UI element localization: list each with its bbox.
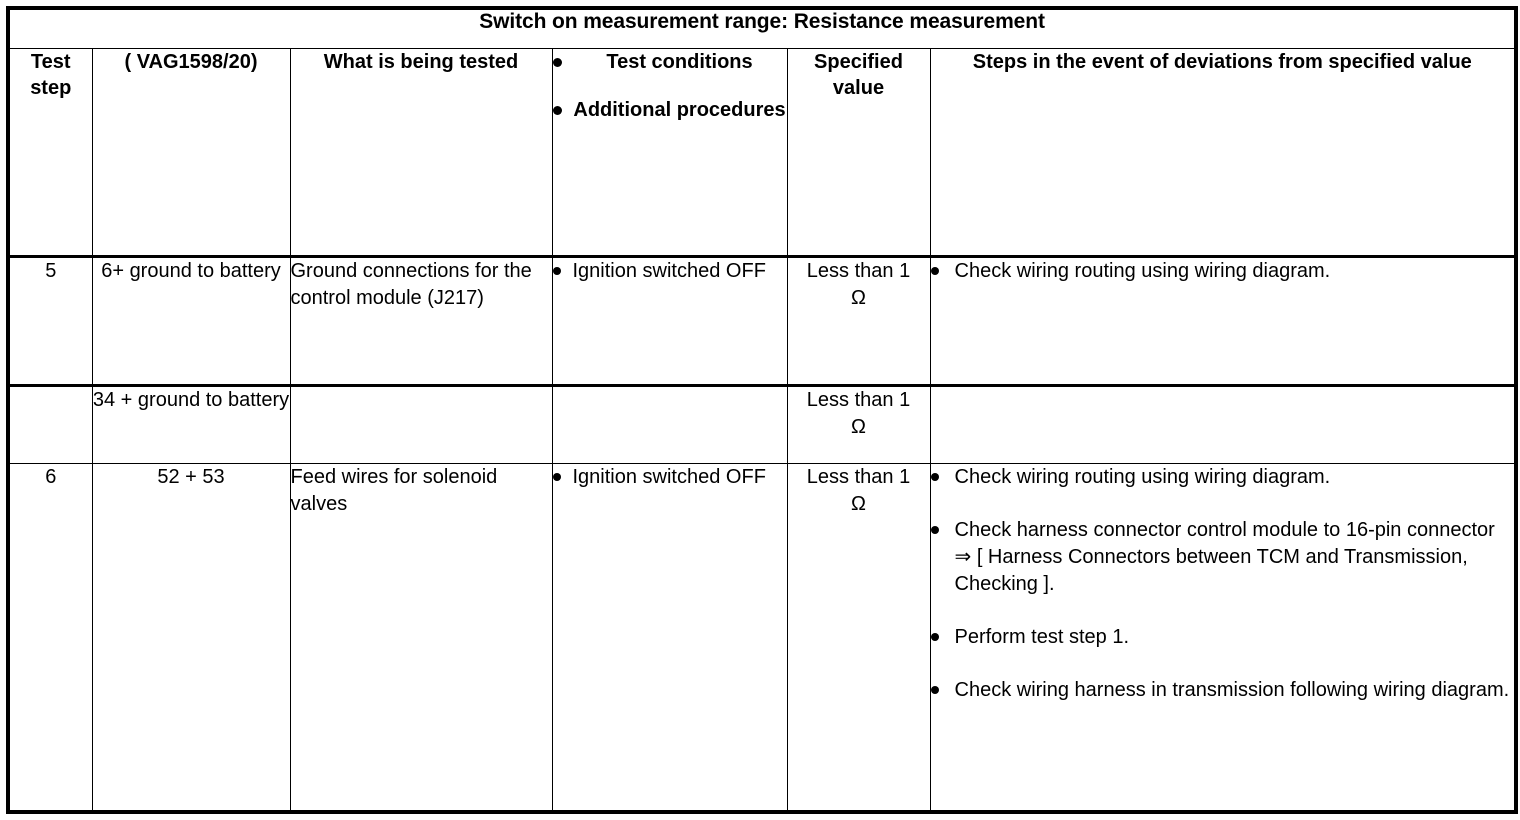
bullet-icon	[930, 526, 939, 535]
column-header-specified-value-line2: value	[832, 77, 885, 100]
bullet-icon	[552, 58, 562, 68]
table-row: 5 6+ ground to battery Ground connection…	[7, 255, 1517, 386]
cell-what-tested	[289, 383, 553, 465]
table-row: 34 + ground to battery Less than 1 Ω	[7, 383, 1517, 465]
step-item: Check wiring routing using wiring diagra…	[930, 258, 1515, 285]
column-header-test-step: Test step	[7, 48, 93, 258]
specified-value-line2: Ω	[851, 493, 866, 516]
column-header-conditions: Test conditions Additional procedures	[551, 48, 788, 258]
specified-value-line1: Less than 1	[806, 466, 911, 489]
cell-probe: 34 + ground to battery	[91, 383, 291, 465]
cell-conditions: Ignition switched OFF	[551, 463, 788, 813]
bullet-icon	[930, 633, 939, 642]
step-item: Check wiring routing using wiring diagra…	[930, 464, 1515, 491]
column-header-conditions-bullet-2: Additional procedures	[552, 97, 787, 123]
step-item: Check wiring harness in transmission fol…	[930, 677, 1515, 704]
cell-steps-on-deviation: Check wiring routing using wiring diagra…	[929, 255, 1517, 386]
cell-conditions: Ignition switched OFF	[551, 255, 788, 386]
cell-specified-value: Less than 1 Ω	[786, 463, 931, 813]
cell-probe: 6+ ground to battery	[91, 255, 291, 386]
cell-specified-value: Less than 1 Ω	[786, 255, 931, 386]
step-item: Check harness connector control module t…	[930, 517, 1515, 598]
cell-conditions	[551, 383, 788, 465]
cell-steps-on-deviation: Check wiring routing using wiring diagra…	[929, 463, 1517, 813]
condition-item: Ignition switched OFF	[552, 464, 787, 491]
table-row: 6 52 + 53 Feed wires for solenoid valves…	[7, 463, 1517, 813]
steps-list: Check wiring routing using wiring diagra…	[930, 464, 1515, 704]
column-header-specified-value: Specified value	[786, 48, 931, 258]
specified-value-line1: Less than 1	[806, 388, 911, 411]
resistance-measurement-table: Switch on measurement range: Resistance …	[6, 6, 1519, 814]
bullet-icon	[930, 686, 939, 695]
bullet-icon	[930, 266, 939, 275]
bullet-icon	[930, 473, 939, 482]
cell-test-step: 6	[7, 463, 93, 813]
cell-what-tested: Feed wires for solenoid valves	[289, 463, 553, 813]
condition-item: Ignition switched OFF	[552, 258, 787, 285]
column-header-test-step-line2: step	[30, 77, 72, 100]
cell-specified-value: Less than 1 Ω	[786, 383, 931, 465]
cell-probe: 52 + 53	[91, 463, 291, 813]
bullet-icon	[552, 473, 561, 482]
bullet-icon	[552, 266, 561, 275]
specified-value-line1: Less than 1	[806, 259, 911, 282]
column-header-what-tested: What is being tested	[289, 48, 553, 258]
cell-test-step	[7, 383, 93, 465]
table-header-row: Test step ( VAG1598/20) What is being te…	[7, 48, 1517, 258]
column-header-conditions-bullet-1: Test conditions	[552, 49, 787, 75]
specified-value-line2: Ω	[851, 286, 866, 309]
column-header-probe: ( VAG1598/20)	[91, 48, 291, 258]
specified-value-line2: Ω	[851, 415, 866, 438]
steps-list: Check wiring routing using wiring diagra…	[930, 258, 1515, 285]
bullet-icon	[552, 106, 562, 116]
cell-what-tested: Ground connections for the control modul…	[289, 255, 553, 386]
column-header-test-step-line1: Test	[30, 51, 71, 74]
step-item: Perform test step 1.	[930, 624, 1515, 651]
cell-test-step: 5	[7, 255, 93, 386]
table-title-row: Switch on measurement range: Resistance …	[7, 7, 1517, 50]
page-title: Switch on measurement range: Resistance …	[7, 7, 1517, 50]
column-header-specified-value-line1: Specified	[814, 51, 903, 74]
cell-steps-on-deviation	[929, 383, 1517, 465]
column-header-steps-on-deviation: Steps in the event of deviations from sp…	[929, 48, 1517, 258]
